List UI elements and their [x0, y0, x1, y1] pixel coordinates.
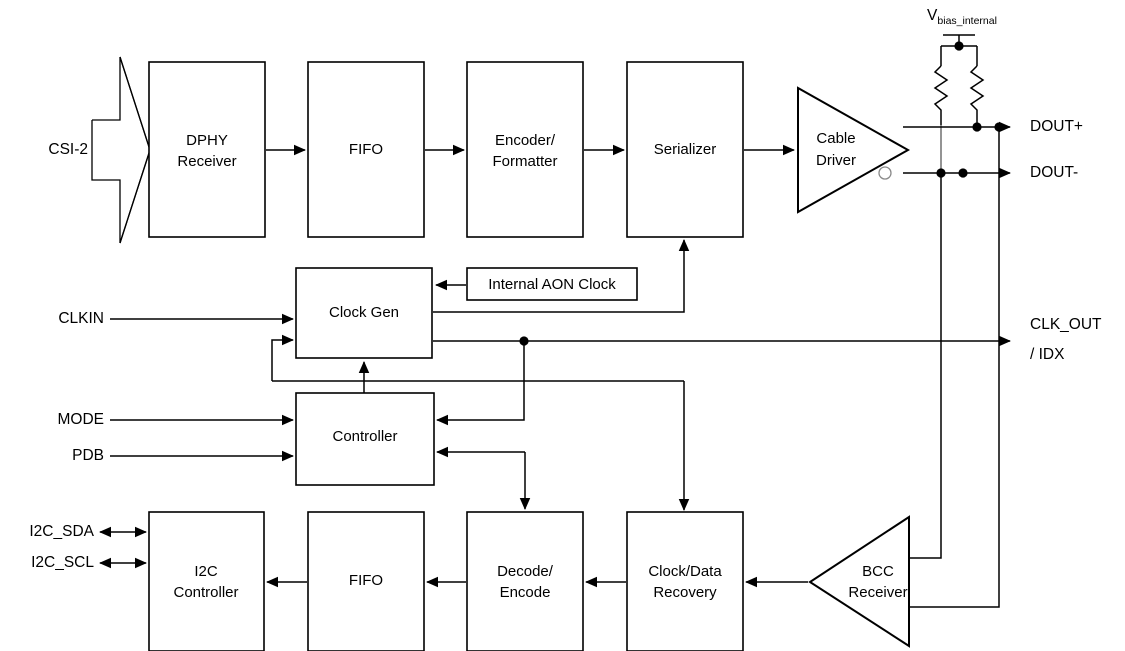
block-clock-gen-label: Clock Gen	[329, 304, 399, 321]
block-fifo-tx-label: FIFO	[349, 141, 383, 158]
block-decode-encode[interactable]	[466, 511, 584, 651]
block-dphy-receiver-label-1: DPHY	[186, 132, 228, 149]
junction-dot-dout-minus-resistor	[958, 168, 968, 178]
vbias-supply-network	[933, 34, 985, 173]
block-clock-data-recovery[interactable]	[626, 511, 744, 651]
amplifier-bcc-receiver[interactable]	[808, 515, 910, 648]
junction-dot-clk-out-branch	[519, 336, 529, 346]
supply-label-vbias-base: V	[927, 7, 938, 24]
signal-label-dout-plus: DOUT+	[1030, 118, 1083, 135]
junction-dot-dout-plus-resistor	[972, 122, 982, 132]
amplifier-bcc-receiver-label-2: Receiver	[848, 584, 907, 601]
block-encoder-formatter-label-1: Encoder/	[495, 132, 556, 149]
svg-text:Vbias_internal: Vbias_internal	[927, 7, 997, 27]
resistor-left	[933, 65, 949, 125]
inverting-output-bubble-icon	[878, 166, 892, 180]
block-fifo-tx[interactable]	[307, 61, 425, 238]
wire-clkout-branch-to-controller	[436, 345, 525, 426]
dout-output-network	[903, 121, 1011, 608]
supply-label-vbias-sub: bias_internal	[937, 15, 997, 27]
wire-feedback-to-clockgen	[271, 334, 294, 381]
signal-label-i2c-sda: I2C_SDA	[29, 523, 94, 540]
signal-label-pdb: PDB	[72, 447, 104, 464]
block-clock-data-recovery-label-2: Recovery	[653, 584, 717, 601]
signal-label-i2c-scl: I2C_SCL	[31, 554, 94, 571]
block-controller[interactable]	[295, 392, 435, 486]
block-internal-aon-clock[interactable]	[466, 267, 638, 301]
signal-label-mode: MODE	[58, 411, 105, 428]
block-i2c-controller-label-1: I2C	[194, 563, 218, 580]
supply-label-vbias: Vbias_internal	[927, 7, 997, 27]
block-encoder-formatter-label-2: Formatter	[492, 153, 557, 170]
signal-label-dout-minus: DOUT-	[1030, 164, 1078, 181]
block-dphy-receiver[interactable]	[148, 61, 266, 238]
signal-label-clk-out-line2: / IDX	[1030, 346, 1065, 363]
signal-label-clk-out-line1: CLK_OUT	[1030, 316, 1102, 333]
wire-dout-plus-to-bcc	[909, 127, 1000, 608]
block-serializer[interactable]	[626, 61, 744, 238]
wire-dout-minus-to-bcc	[909, 173, 942, 559]
block-serializer-label: Serializer	[654, 141, 717, 158]
signal-label-clkin: CLKIN	[58, 310, 104, 327]
block-decode-encode-label-2: Encode	[500, 584, 551, 601]
csi2-bus-funnel	[91, 56, 151, 244]
block-encoder-formatter[interactable]	[466, 61, 584, 238]
block-clock-gen[interactable]	[295, 267, 433, 359]
block-decode-encode-label-1: Decode/	[497, 563, 554, 580]
block-fifo-rx[interactable]	[307, 511, 425, 651]
amplifier-bcc-receiver-label-1: BCC	[862, 563, 894, 580]
wire-clockgen-to-serializer	[433, 239, 690, 313]
resistor-right	[969, 65, 985, 125]
amplifier-cable-driver-label-2: Driver	[816, 152, 856, 169]
signal-label-csi2: CSI-2	[48, 141, 88, 158]
block-internal-aon-clock-label: Internal AON Clock	[488, 276, 616, 293]
block-fifo-rx-label: FIFO	[349, 572, 383, 589]
block-dphy-receiver-label-2: Receiver	[177, 153, 236, 170]
amplifier-cable-driver[interactable]	[797, 86, 911, 214]
block-i2c-controller[interactable]	[148, 511, 265, 651]
block-controller-label: Controller	[332, 428, 397, 445]
block-i2c-controller-label-2: Controller	[173, 584, 238, 601]
block-clock-data-recovery-label-1: Clock/Data	[648, 563, 722, 580]
amplifier-cable-driver-label-1: Cable	[816, 130, 855, 147]
